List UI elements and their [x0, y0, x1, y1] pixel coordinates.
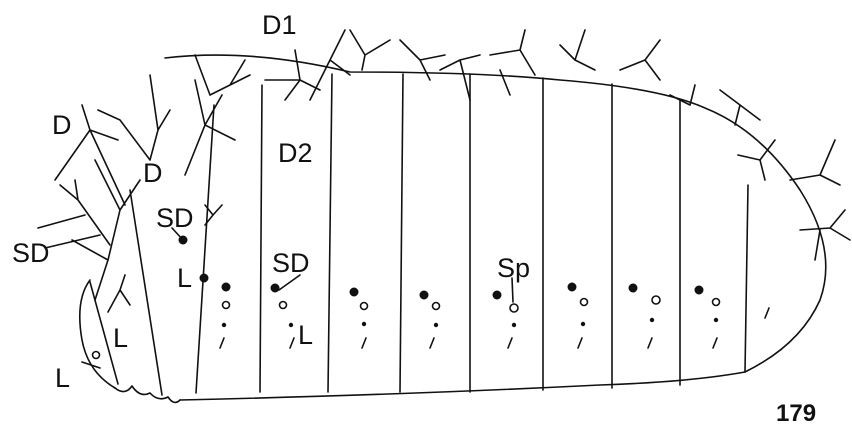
- label-sd-mid: SD: [272, 248, 310, 278]
- label-l-head-upper: L: [113, 323, 129, 353]
- label-d1: D1: [262, 10, 297, 40]
- segment-lines: [129, 73, 749, 396]
- ventral-scallops: [114, 385, 181, 404]
- label-d-thorax: D: [143, 158, 163, 188]
- label-sd-thorax: SD: [156, 203, 194, 233]
- body-outline: [164, 54, 827, 401]
- label-sp: Sp: [497, 253, 531, 283]
- label-d2: D2: [278, 138, 313, 168]
- leader-lines: [81, 227, 514, 369]
- sd-verrucae: [178, 235, 704, 300]
- l-setae: [219, 307, 770, 349]
- figure-number: 179: [776, 400, 817, 427]
- spiracles: [91, 295, 721, 360]
- l-dots: [221, 317, 719, 328]
- label-l-mid: L: [298, 320, 314, 350]
- label-sd-head: SD: [12, 238, 50, 268]
- branched-setae: [37, 29, 851, 313]
- head-capsule: [79, 279, 116, 389]
- label-d-head: D: [52, 110, 72, 140]
- label-l-thorax: L: [177, 263, 193, 293]
- label-l-head-lower: L: [55, 363, 71, 393]
